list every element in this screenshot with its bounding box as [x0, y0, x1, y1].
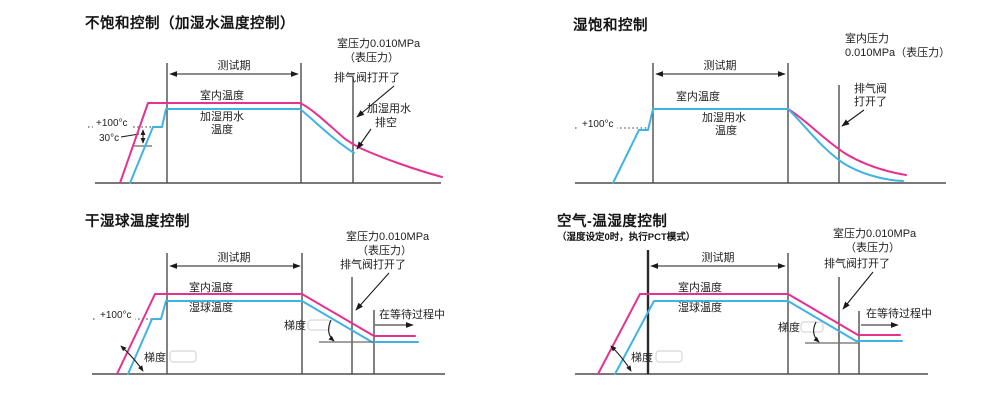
waiting-label: 在等待过程中	[866, 306, 932, 320]
temp-100-label: +100°c	[96, 118, 128, 129]
gradient-rise-label: 梯度	[144, 350, 166, 364]
pressure-label-line2: （表压力）	[357, 243, 412, 257]
pressure-label-line2: （表压力）	[344, 50, 399, 64]
panel-title: 空气-温湿度控制	[557, 212, 667, 230]
water-temp-label-line2: 温度	[715, 123, 737, 137]
panel-wet-saturation-control: 湿饱和控制 测试期 +100°c 室内温度 加湿用水 温度 室内压力 0.010…	[573, 16, 950, 184]
gradient-rise-angle-arc	[120, 345, 144, 372]
panel-air-temp-humidity-control: 空气-温湿度控制 （湿度设定0时，执行PCT模式） 测试期 室内温度 湿球温度 …	[557, 212, 932, 375]
wet-bulb-label: 湿球温度	[678, 300, 722, 314]
room-temp-label: 室内温度	[189, 280, 233, 294]
room-temp-curve	[116, 293, 416, 375]
panel-subtitle: （湿度设定0时，执行PCT模式）	[557, 231, 695, 243]
waiting-label: 在等待过程中	[379, 307, 445, 321]
exhaust-valve-label: 排气阀打开了	[340, 257, 406, 271]
exhaust-valve-arrow	[356, 85, 395, 118]
wet-bulb-curve	[614, 300, 903, 375]
faded-box	[307, 319, 331, 331]
room-temp-label: 室内温度	[200, 88, 244, 102]
faded-box	[655, 350, 683, 363]
gradient-fall-label: 梯度	[284, 318, 306, 332]
water-temp-curve	[612, 108, 904, 184]
faded-box	[169, 350, 197, 363]
label-background	[93, 116, 131, 128]
test-period-label: 测试期	[218, 251, 251, 264]
water-temp-label-line2: 温度	[211, 122, 233, 136]
room-temp-curve	[119, 102, 443, 184]
room-temp-curve	[597, 293, 901, 375]
exhaust-valve-label-line2: 打开了	[854, 94, 887, 108]
panel-title: 干湿球温度控制	[85, 212, 190, 230]
pressure-label-line2: 0.010MPa（表压力）	[845, 45, 950, 59]
test-period-label: 测试期	[218, 59, 251, 72]
exhaust-valve-arrow	[355, 272, 390, 311]
room-temp-curve	[787, 108, 907, 176]
panel-dry-wet-bulb-control: 干湿球温度控制 测试期 +100°c 室内温度 湿球温度 室压力0.010MPa…	[85, 212, 445, 375]
water-drain-label-line2: 排空	[375, 115, 397, 129]
water-drain-arrow	[356, 128, 372, 150]
panel-title: 不饱和控制（加湿水温度控制）	[85, 14, 295, 32]
water-temp-label-line1: 加湿用水	[200, 110, 244, 123]
water-drain-label-line1: 加湿用水	[367, 102, 411, 115]
water-temp-curve	[129, 108, 355, 184]
label-background	[97, 308, 135, 320]
exhaust-valve-label-line1: 排气阀	[854, 81, 887, 95]
gradient-fall-angle-arc	[813, 321, 820, 343]
temp-100-label: +100°c	[100, 310, 132, 321]
pressure-label-line1: 室压力0.010MPa	[337, 36, 421, 50]
exhaust-valve-arrow	[841, 109, 865, 127]
exhaust-valve-arrow	[842, 271, 874, 310]
temp-100-label: +100°c	[582, 119, 614, 130]
pressure-label-line2: （表压力）	[845, 240, 900, 254]
room-temp-label: 室内温度	[678, 280, 722, 294]
test-period-label: 测试期	[702, 251, 735, 264]
test-period-label: 测试期	[704, 59, 737, 72]
pressure-label-line1: 室内压力	[845, 31, 889, 45]
gradient-rise-label: 梯度	[631, 350, 653, 364]
gradient-fall-angle-arc	[328, 319, 335, 342]
temp-30-label: 30°c	[99, 133, 119, 144]
water-temp-label-line1: 加湿用水	[702, 111, 746, 124]
exhaust-valve-label: 排气阀打开了	[824, 256, 890, 270]
faded-box	[800, 321, 824, 333]
panel-title: 湿饱和控制	[573, 16, 648, 34]
gradient-rise-angle-arc	[610, 345, 632, 372]
label-background	[579, 117, 617, 129]
pressure-label-line1: 室压力0.010MPa	[833, 226, 917, 240]
panel-unsaturated-control: 不饱和控制（加湿水温度控制） 测试期 +100°c 30°c 室内温度 加湿用水…	[85, 14, 443, 184]
room-temp-label: 室内温度	[676, 89, 720, 103]
exhaust-valve-label: 排气阀打开了	[334, 70, 400, 84]
wet-bulb-label: 湿球温度	[189, 300, 233, 314]
gradient-fall-label: 梯度	[778, 320, 800, 334]
pressure-label-line1: 室压力0.010MPa	[346, 229, 430, 243]
